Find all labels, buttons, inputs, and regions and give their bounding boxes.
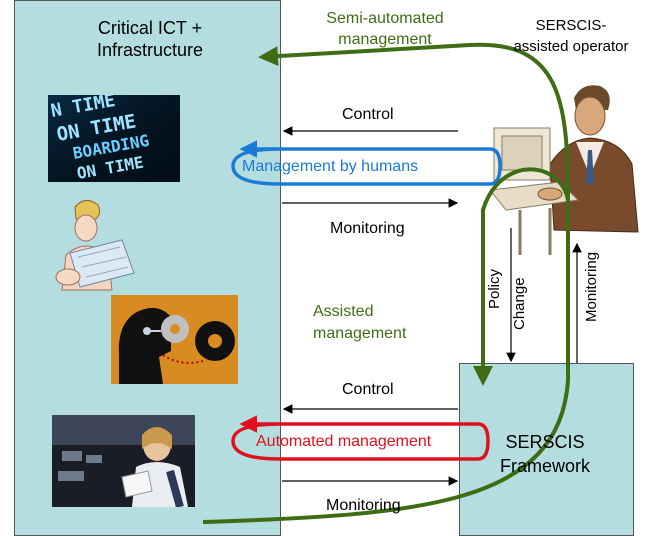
framework-label: SERSCIS Framework [480, 430, 610, 478]
framework-line1: SERSCIS [505, 432, 585, 452]
infrastructure-title-line1: Critical ICT + [97, 18, 203, 38]
auto-monitoring-label: Monitoring [326, 497, 401, 514]
policy-label: Policy [486, 268, 503, 309]
semi-automated-arrow [202, 42, 570, 524]
assisted-management-arrow [473, 167, 570, 386]
change-label: Change [511, 277, 528, 330]
on-time-board-image: N TIME ON TIME BOARDING ON TIME [48, 95, 180, 182]
operator-label-line1: SERSCIS- [535, 17, 607, 34]
operator-at-computer-image [490, 85, 639, 255]
assisted-line1: Assisted [313, 303, 374, 320]
automated-management-label: Automated management [256, 433, 432, 450]
framework-line2: Framework [499, 456, 590, 476]
assisted-line2: management [313, 325, 407, 342]
auto-control-label: Control [342, 381, 394, 398]
human-monitoring-label: Monitoring [330, 220, 405, 237]
semi-automated-label: Semi-automated management [300, 8, 470, 50]
framework-monitoring-label: Monitoring [583, 251, 600, 322]
infrastructure-title: Critical ICT + Infrastructure [60, 17, 240, 61]
semi-automated-line1: Semi-automated [326, 10, 444, 27]
assisted-management-label: Assisted management [313, 301, 406, 345]
human-management-label: Management by humans [242, 158, 419, 175]
infrastructure-title-line2: Infrastructure [96, 40, 204, 60]
human-control-label: Control [342, 106, 394, 123]
semi-automated-line2: management [338, 31, 432, 48]
engineer-with-blueprint-image [55, 200, 135, 291]
pilot-in-cockpit-image [52, 415, 195, 507]
operator-label: SERSCIS- assisted operator [496, 15, 646, 57]
head-with-gears-image [111, 295, 238, 384]
operator-label-line2: assisted operator [513, 38, 629, 55]
